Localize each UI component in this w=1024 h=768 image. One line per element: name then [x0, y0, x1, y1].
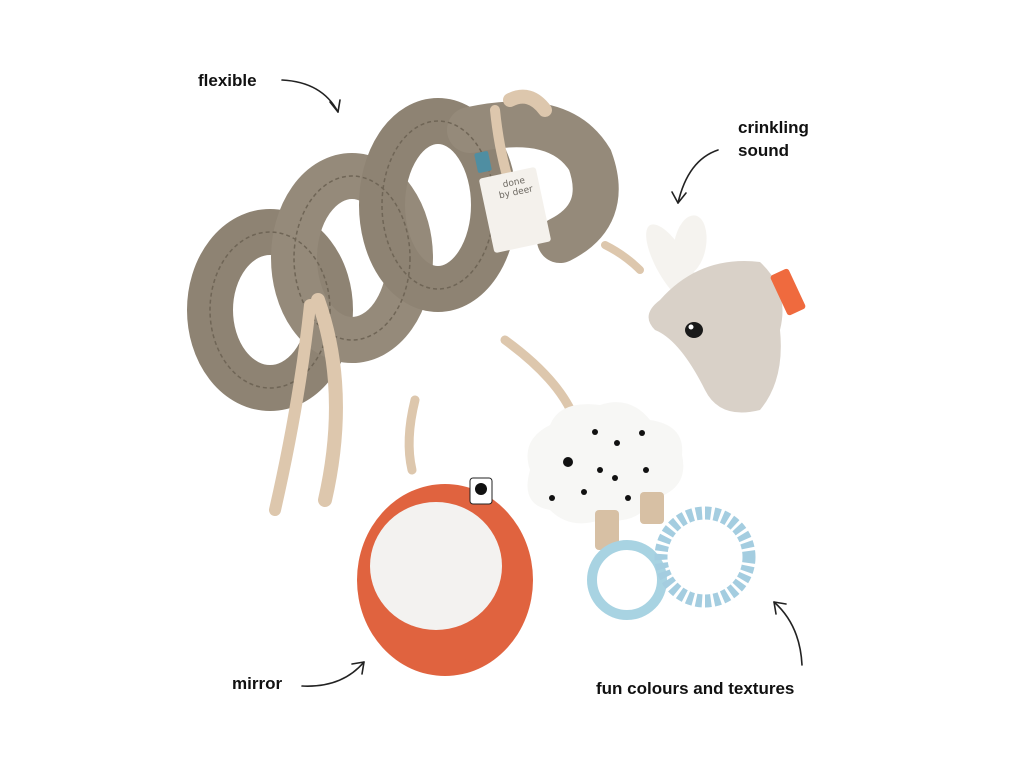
fun-colours-label: fun colours and textures	[596, 679, 795, 698]
teether-rings	[587, 506, 756, 620]
crinkling-sound-callout: crinkling sound	[738, 116, 809, 162]
brand-tag	[474, 151, 551, 253]
fabric-spiral	[187, 98, 619, 411]
flexible-callout: flexible	[198, 69, 257, 92]
bunny-crinkle-toy	[646, 215, 806, 413]
crinkling-label-line1: crinkling	[738, 118, 809, 137]
mirror-callout: mirror	[232, 672, 282, 695]
crinkling-label-line2: sound	[738, 141, 789, 160]
mirror-toy	[357, 477, 533, 676]
flexible-label: flexible	[198, 71, 257, 90]
callout-arrows	[281, 79, 803, 687]
mirror-label: mirror	[232, 674, 283, 693]
cloud-rattle	[527, 402, 684, 550]
fun-colours-callout: fun colours and textures	[596, 677, 794, 700]
